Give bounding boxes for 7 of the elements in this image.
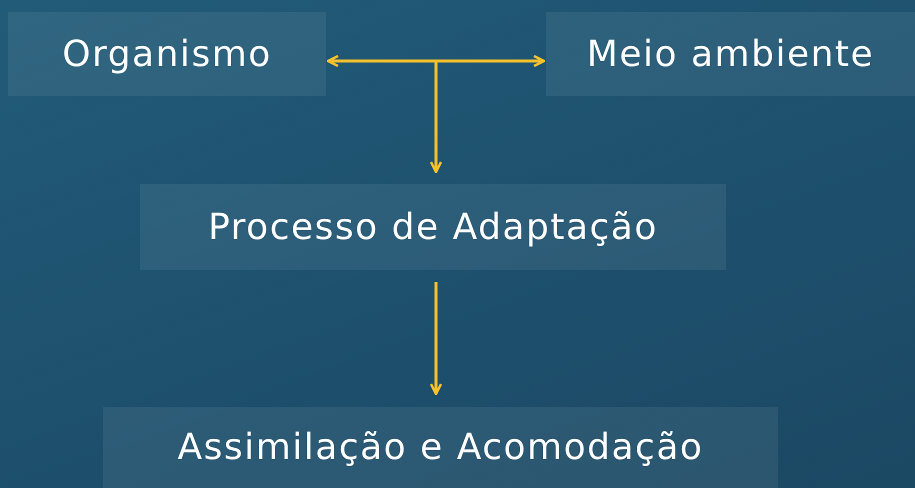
label-box: Organismo xyxy=(8,12,326,96)
label-box: Assimilação e Acomodação xyxy=(103,407,778,488)
arrow xyxy=(430,61,442,174)
arrow xyxy=(430,282,442,396)
arrow xyxy=(326,54,546,68)
label-box: Meio ambiente xyxy=(546,12,915,96)
label-box: Processo de Adaptação xyxy=(140,184,726,270)
